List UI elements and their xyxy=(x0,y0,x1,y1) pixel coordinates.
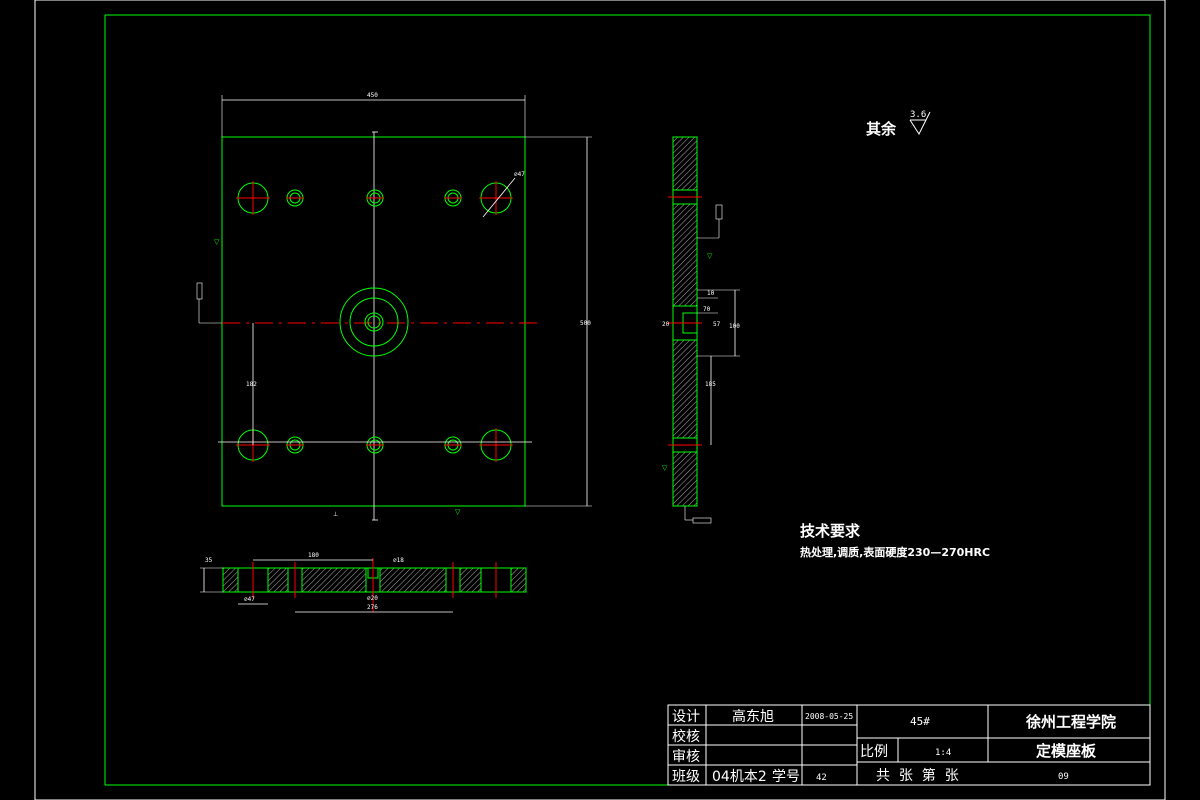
dim-47b: ⌀47 xyxy=(244,596,255,603)
material: 45# xyxy=(910,715,930,728)
class-value: 04机本2 xyxy=(712,769,767,785)
dim-276: 276 xyxy=(367,604,378,611)
technical-requirements: 技术要求 热处理,调质,表面硬度230—270HRC xyxy=(800,522,990,559)
scale-value: 1:4 xyxy=(935,748,951,758)
design-date: 2008-05-25 xyxy=(805,712,853,721)
dim-s10: 10 xyxy=(707,290,715,297)
inner-frame xyxy=(104,14,1151,786)
roughness-label: 其余 xyxy=(866,120,897,138)
svg-text:▽: ▽ xyxy=(455,508,461,516)
dim-height: 500 xyxy=(580,320,591,327)
small-hole-bottom-3 xyxy=(444,436,462,454)
drawing-no: 09 xyxy=(1058,772,1069,782)
dim-s57: 57 xyxy=(713,321,721,328)
roughness-value: 3.6 xyxy=(910,110,926,120)
design-label: 设计 xyxy=(672,709,700,725)
dim-18: ⌀18 xyxy=(393,557,404,564)
part-name: 定模座板 xyxy=(1036,742,1097,760)
small-hole-bottom-1 xyxy=(286,436,304,454)
student-no: 42 xyxy=(816,773,827,783)
dim-hole-diameter: ⌀47 xyxy=(514,171,525,178)
svg-text:▽: ▽ xyxy=(214,238,220,246)
tech-req-title: 技术要求 xyxy=(800,522,861,540)
plate-outline xyxy=(221,136,526,507)
dim-182: 182 xyxy=(246,381,257,388)
designer-name: 高东旭 xyxy=(732,708,774,725)
dim-s185: 185 xyxy=(705,381,716,388)
small-hole-top-1 xyxy=(286,189,304,207)
dim-width: 450 xyxy=(367,92,378,99)
large-hole-bottom-right xyxy=(479,428,513,462)
school-name: 徐州工程学院 xyxy=(1025,713,1116,731)
roughness-note: 其余 3.6 xyxy=(866,110,931,138)
center-locating-ring-hole xyxy=(339,287,409,357)
small-hole-top-2 xyxy=(366,189,384,207)
svg-text:▽: ▽ xyxy=(707,252,713,260)
scale-label: 比例 xyxy=(860,744,888,760)
review-label: 审核 xyxy=(672,749,700,765)
check-label: 校核 xyxy=(672,728,700,745)
dim-180: 180 xyxy=(308,552,319,559)
large-hole-top-left xyxy=(236,181,270,215)
class-label: 班级 xyxy=(672,769,700,785)
dim-s100: 100 xyxy=(729,323,740,330)
dim-20: ⌀20 xyxy=(367,595,378,602)
dim-s20: 20 xyxy=(662,321,670,328)
title-block: 设计 高东旭 2008-05-25 校核 审核 班级 04机本2 学号 42 4… xyxy=(667,704,1151,786)
dim-s70: 70 xyxy=(703,306,711,313)
svg-text:⊥: ⊥ xyxy=(333,511,338,518)
small-hole-top-3 xyxy=(444,189,462,207)
student-no-label: 学号 xyxy=(772,769,800,785)
svg-text:▽: ▽ xyxy=(662,464,668,472)
small-hole-bottom-2 xyxy=(366,436,384,454)
sheets-label: 共 张 第 张 xyxy=(876,767,959,784)
tech-req-body: 热处理,调质,表面硬度230—270HRC xyxy=(800,545,990,559)
large-hole-top-right xyxy=(479,177,516,218)
section-view-vertical: 100 10 70 20 57 185 ▽ ▽ xyxy=(662,136,740,524)
dim-thickness: 35 xyxy=(205,557,213,564)
front-view: 450 500 ⌀47 182 ▽ ▽ ⊥ xyxy=(196,92,592,521)
section-view-horizontal: 35 180 ⌀18 ⌀47 ⌀20 276 xyxy=(200,552,527,613)
outer-frame xyxy=(34,0,1166,800)
